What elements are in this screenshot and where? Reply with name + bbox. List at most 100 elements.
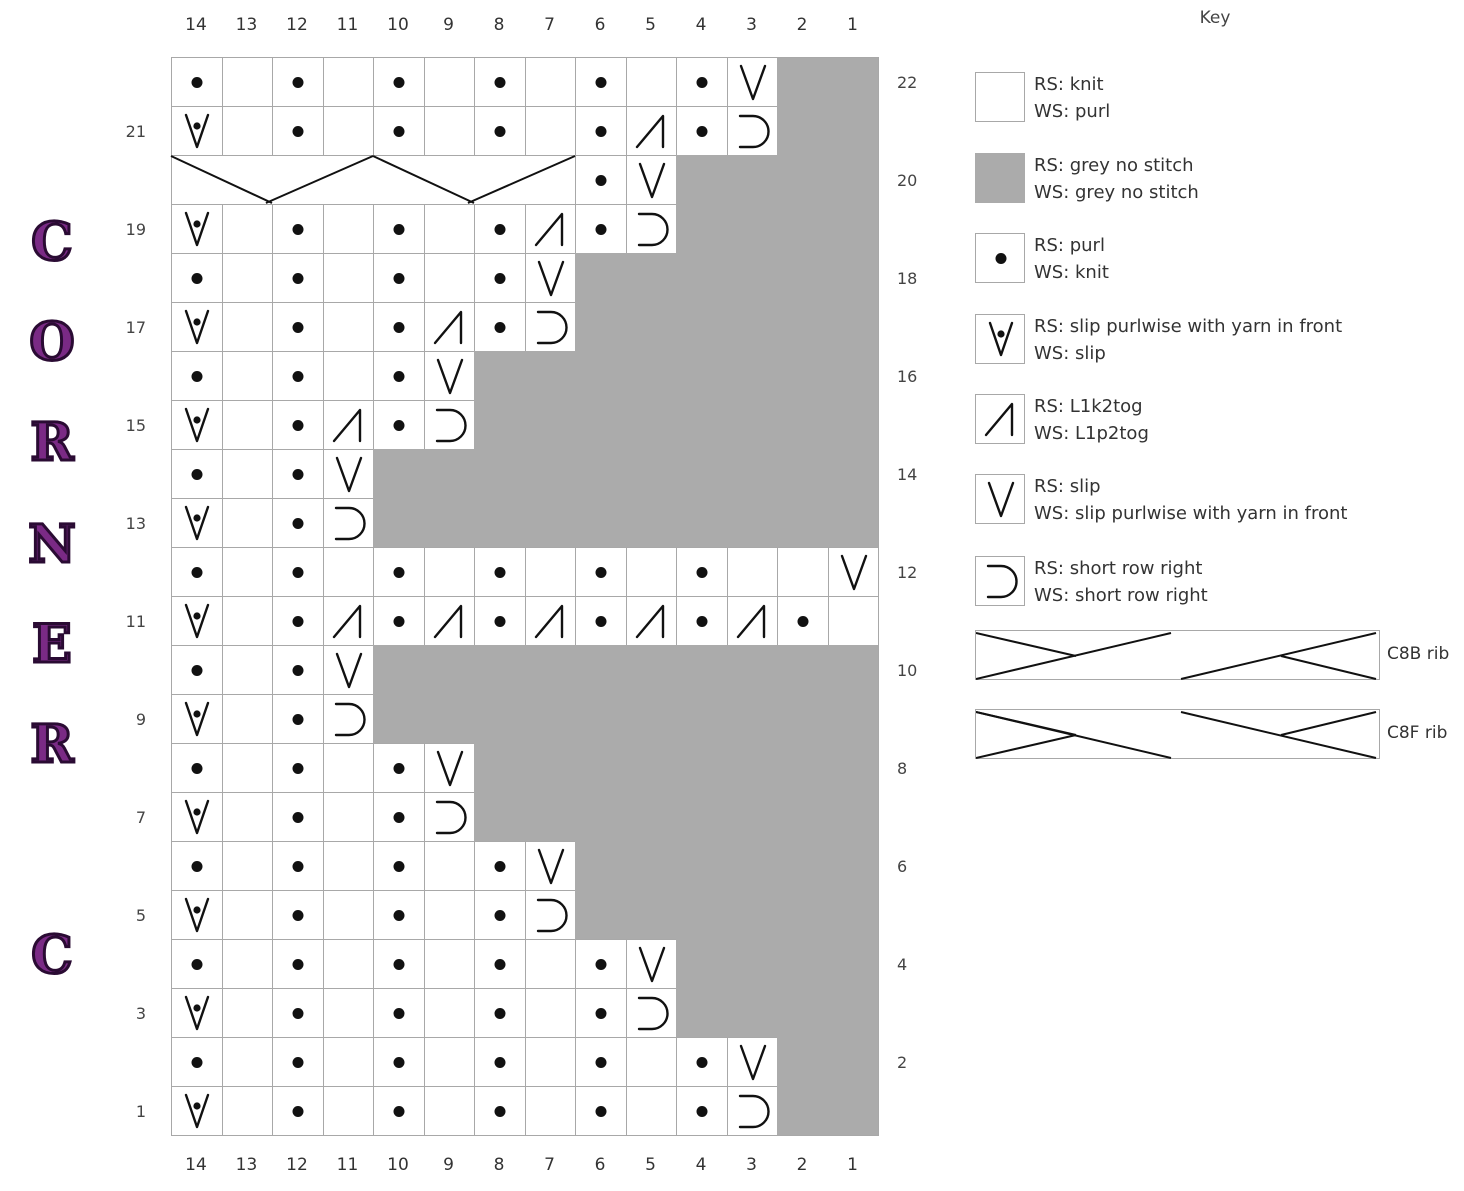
l1k2tog-cell — [524, 204, 576, 254]
slip-wyif-cell — [171, 890, 223, 940]
no-stitch-cell — [423, 694, 475, 744]
key-swatch-p — [975, 233, 1025, 283]
no-stitch-cell — [726, 792, 778, 842]
no-stitch-cell — [373, 498, 425, 548]
short-row-right-symbol-icon — [435, 408, 467, 443]
knit-cell — [221, 939, 273, 989]
slip-symbol-icon — [840, 554, 867, 591]
knit-cell — [221, 596, 273, 646]
l1k2tog-symbol-icon — [635, 114, 664, 149]
l1k2tog-cell — [625, 596, 677, 646]
column-number: 5 — [645, 15, 656, 35]
purl-symbol-icon — [292, 273, 304, 284]
column-number: 8 — [493, 1155, 505, 1175]
column-number: 10 — [387, 15, 409, 35]
no-stitch-cell — [726, 939, 778, 989]
knit-cell — [221, 449, 273, 499]
slip-wyif-symbol-icon — [184, 897, 210, 933]
column-number: 13 — [235, 1155, 258, 1175]
column-number: 6 — [594, 1155, 606, 1175]
purl-symbol-icon — [393, 224, 405, 235]
key-ws-text: WS: grey no stitch — [1034, 182, 1199, 203]
no-stitch-cell — [676, 792, 728, 842]
no-stitch-cell — [625, 351, 677, 401]
column-number: 14 — [185, 15, 207, 35]
knit-cell — [221, 253, 273, 303]
column-number: 14 — [185, 1155, 207, 1175]
side-title-letter: R — [29, 713, 75, 777]
key-ws-text: WS: purl — [1034, 101, 1111, 122]
no-stitch-cell — [373, 449, 425, 499]
column-number: 2 — [796, 1155, 808, 1175]
purl-cell — [272, 1037, 324, 1087]
short-row-right-symbol-icon — [738, 1094, 770, 1129]
no-stitch-cell — [726, 302, 778, 352]
purl-cell — [171, 547, 223, 597]
purl-symbol-icon — [191, 763, 203, 774]
cable-key-swatch — [975, 709, 1380, 759]
purl-symbol-icon — [292, 126, 304, 137]
purl-symbol-icon — [292, 469, 304, 480]
row-number-left: 1 — [135, 1102, 146, 1121]
purl-symbol-icon — [494, 322, 506, 333]
row-number-right: 10 — [897, 661, 918, 680]
short-row-right-symbol-icon — [637, 996, 669, 1031]
key-swatch-sl — [975, 474, 1025, 524]
purl-symbol-icon — [292, 1008, 304, 1019]
slip-wyif-symbol-icon — [184, 995, 210, 1031]
purl-cell — [474, 841, 526, 891]
purl-cell — [373, 988, 425, 1038]
column-number: 7 — [544, 1155, 555, 1175]
row-number-left: 7 — [135, 808, 146, 827]
column-number: 5 — [645, 1155, 656, 1175]
purl-symbol-icon — [292, 77, 304, 88]
no-stitch-cell — [676, 988, 728, 1038]
slip-symbol-icon — [739, 64, 766, 101]
row-number-right: 20 — [897, 171, 918, 190]
no-stitch-cell — [676, 939, 728, 989]
purl-symbol-icon — [292, 665, 304, 676]
p-key-icon — [995, 253, 1007, 264]
purl-symbol-icon — [393, 273, 405, 284]
no-stitch-cell — [777, 155, 829, 205]
purl-symbol-icon — [595, 567, 607, 578]
key-title: Key — [1199, 8, 1231, 28]
purl-cell — [676, 1037, 728, 1087]
purl-symbol-icon — [292, 616, 304, 627]
no-stitch-cell — [373, 694, 425, 744]
srr-key-icon — [986, 564, 1018, 599]
side-title-letter: C — [30, 924, 74, 988]
purl-symbol-icon — [292, 910, 304, 921]
no-stitch-cell — [777, 694, 829, 744]
no-stitch-cell — [827, 106, 879, 156]
no-stitch-cell — [827, 302, 879, 352]
no-stitch-cell — [827, 1086, 879, 1136]
knit-cell — [322, 988, 374, 1038]
row-number-left: 19 — [125, 220, 146, 239]
no-stitch-cell — [726, 400, 778, 450]
slip-wyif-symbol-icon — [184, 407, 210, 443]
column-number: 12 — [286, 1155, 308, 1175]
purl-symbol-icon — [494, 616, 506, 627]
slip-wyif-symbol-icon — [184, 799, 210, 835]
purl-cell — [474, 988, 526, 1038]
slip-symbol-icon — [739, 1044, 766, 1081]
no-stitch-cell — [726, 449, 778, 499]
no-stitch-cell — [777, 988, 829, 1038]
no-stitch-cell — [726, 351, 778, 401]
knit-cell — [221, 498, 273, 548]
purl-symbol-icon — [393, 567, 405, 578]
no-stitch-cell — [575, 400, 627, 450]
short-row-right-symbol-icon — [435, 800, 467, 835]
no-stitch-cell — [827, 155, 879, 205]
knit-cell — [827, 596, 879, 646]
purl-cell — [272, 743, 324, 793]
purl-symbol-icon — [393, 616, 405, 627]
no-stitch-cell — [726, 841, 778, 891]
purl-symbol-icon — [595, 126, 607, 137]
slip-wyif-symbol-icon — [184, 309, 210, 345]
purl-symbol-icon — [393, 420, 405, 431]
key-ws-text: WS: slip — [1034, 343, 1106, 364]
no-stitch-cell — [625, 743, 677, 793]
